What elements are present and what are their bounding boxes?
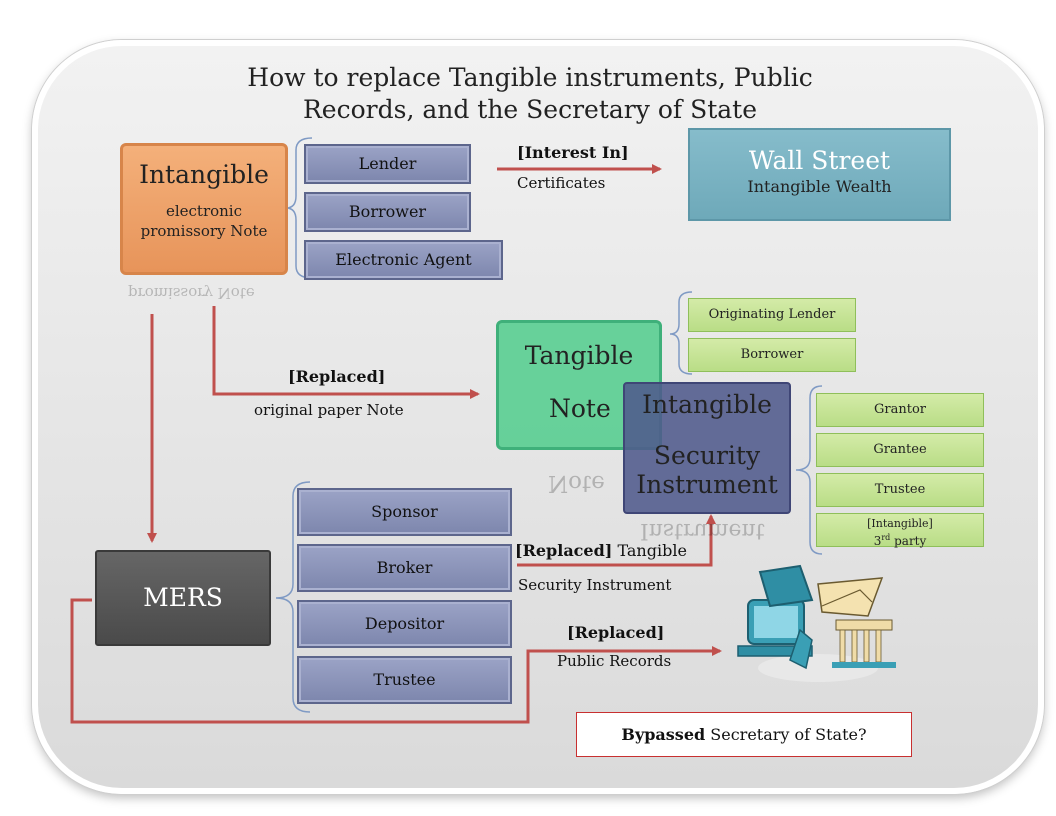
wall-street-box: Wall Street Intangible Wealth xyxy=(688,128,951,221)
third-party-line1: [Intangible] xyxy=(867,517,933,530)
tangible-note-reflection: Note xyxy=(548,470,605,496)
security-instrument-reflection: Instrument xyxy=(640,518,765,543)
security-instrument-line2: Instrument xyxy=(636,470,778,499)
public-records-label: Public Records xyxy=(557,652,672,670)
bypass-rest: Secretary of State? xyxy=(705,725,867,744)
security-parties-bracket xyxy=(795,385,823,555)
party-intangible-third-party: [Intangible] 3rd party xyxy=(816,513,984,548)
bypass-box: Bypassed Secretary of State? xyxy=(576,712,912,757)
mers-party-sponsor: Sponsor xyxy=(297,488,512,536)
mers-box: MERS xyxy=(95,550,271,646)
tangible-note-heading: Tangible xyxy=(524,341,634,370)
security-instrument-label: Security Instrument xyxy=(518,576,672,594)
party-tangible-borrower: Borrower xyxy=(688,338,856,372)
replaced-note-arrow xyxy=(212,306,480,399)
title-line-1: How to replace Tangible instruments, Pub… xyxy=(247,63,813,92)
third-party-line2: 3rd party xyxy=(873,533,927,548)
party-security-trustee: Trustee xyxy=(816,473,984,507)
replaced-security-arrow xyxy=(517,514,716,567)
replaced-note-label: [Replaced] xyxy=(288,367,386,386)
mers-party-depositor: Depositor xyxy=(297,600,512,648)
tangible-parties-bracket xyxy=(669,291,693,375)
tangible-note-sub: Note xyxy=(549,394,611,423)
certificates-label: Certificates xyxy=(517,174,606,192)
intangible-note-reflection: promissory Note xyxy=(128,284,255,302)
title-line-2: Records, and the Secretary of State xyxy=(302,95,757,124)
diagram-title: How to replace Tangible instruments, Pub… xyxy=(150,62,910,126)
replaced-records-arrow xyxy=(70,598,722,724)
mers-parties-bracket xyxy=(275,481,311,713)
wall-street-heading: Wall Street xyxy=(748,146,891,175)
party-originating-lender: Originating Lender xyxy=(688,298,856,332)
party-electronic-agent: Electronic Agent xyxy=(304,240,503,280)
intangible-note-line2: promissory Note xyxy=(140,222,268,240)
bypass-bold: Bypassed xyxy=(621,725,706,744)
security-instrument-line1: Security xyxy=(653,441,761,470)
security-instrument-heading: Intangible xyxy=(642,390,772,419)
wall-street-sub: Intangible Wealth xyxy=(747,177,892,196)
replaced-records-label: [Replaced] xyxy=(567,623,665,642)
party-lender: Lender xyxy=(304,144,471,184)
party-borrower: Borrower xyxy=(304,192,471,232)
mers-party-broker: Broker xyxy=(297,544,512,592)
mers-party-trustee: Trustee xyxy=(297,656,512,704)
bank-computer-illustration xyxy=(737,564,896,682)
replaced-security-label: [Replaced] Tangible xyxy=(515,541,687,560)
party-grantor: Grantor xyxy=(816,393,984,427)
security-instrument-box: Intangible Security Instrument xyxy=(623,382,791,514)
intangible-note-heading: Intangible xyxy=(139,160,269,189)
interest-label: [Interest In] xyxy=(517,143,629,162)
intangible-note-line1: electronic xyxy=(165,202,243,220)
original-paper-note-label: original paper Note xyxy=(254,401,404,419)
intangible-note-box: Intangible electronic promissory Note xyxy=(120,143,288,275)
party-grantee: Grantee xyxy=(816,433,984,467)
